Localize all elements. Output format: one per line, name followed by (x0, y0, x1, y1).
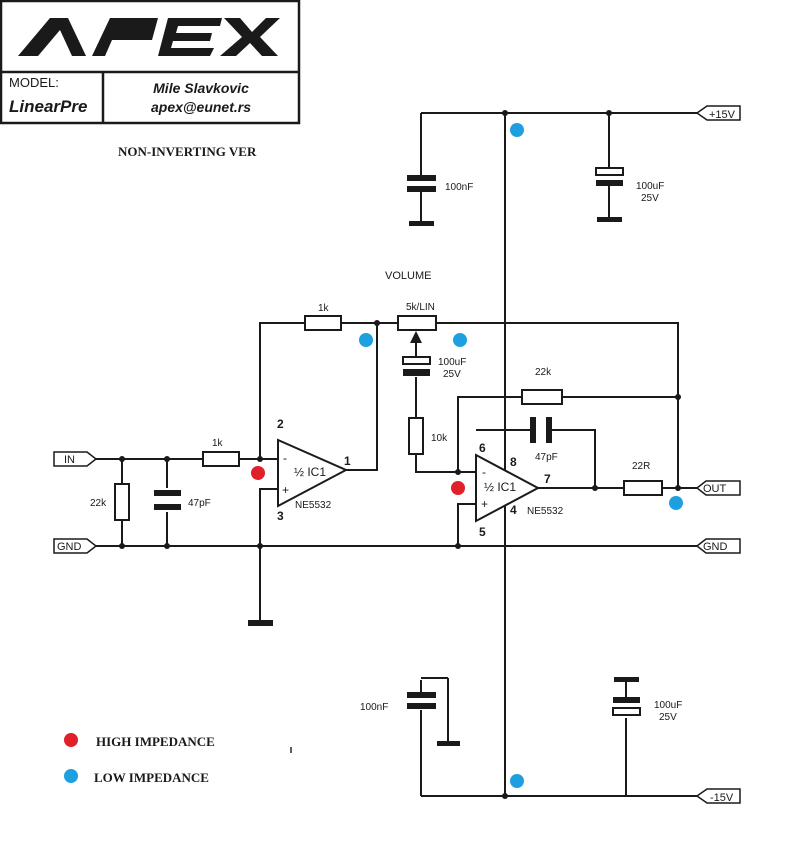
port-in: IN (53, 451, 98, 467)
low-impedance-marker (510, 123, 524, 137)
volume-pot: VOLUME 5k/LIN (385, 270, 437, 343)
svg-text:22k: 22k (535, 367, 552, 378)
svg-text:+: + (282, 483, 289, 497)
svg-text:25V: 25V (659, 712, 677, 723)
svg-text:OUT: OUT (703, 483, 727, 495)
cap-coupling-100uf: 100uF 25V (402, 356, 466, 380)
svg-text:5k/LIN: 5k/LIN (406, 302, 435, 313)
cap-bottom-100uf: 100uF 25V (612, 677, 682, 723)
high-impedance-marker (251, 466, 265, 480)
svg-text:IN: IN (64, 454, 75, 466)
port-gnd-right: GND (695, 538, 741, 554)
svg-text:GND: GND (703, 541, 728, 553)
svg-text:100nF: 100nF (360, 702, 388, 713)
svg-text:100uF: 100uF (636, 181, 664, 192)
svg-text:1k: 1k (318, 303, 330, 314)
svg-text:6: 6 (479, 441, 486, 455)
svg-text:-15V: -15V (710, 792, 734, 804)
svg-text:-: - (482, 465, 486, 479)
wires (96, 112, 697, 797)
svg-text:+15V: +15V (709, 109, 736, 121)
author-email: apex@eunet.rs (151, 99, 251, 115)
svg-text:25V: 25V (641, 193, 659, 204)
svg-text:GND: GND (57, 541, 82, 553)
opamp-ic1b: - + ½ IC1 NE5532 6 5 7 8 4 (475, 441, 564, 539)
apex-logo (18, 18, 280, 56)
svg-text:NE5532: NE5532 (527, 506, 564, 517)
legend: HIGH IMPEDANCE LOW IMPEDANCE (64, 733, 292, 785)
svg-text:22k: 22k (90, 498, 107, 509)
svg-text:-: - (283, 451, 287, 465)
svg-text:8: 8 (510, 455, 517, 469)
svg-text:2: 2 (277, 417, 284, 431)
port-plus15v: +15V (695, 105, 741, 121)
svg-text:25V: 25V (443, 369, 461, 380)
resistor-1k-input: 1k (202, 438, 240, 467)
svg-text:7: 7 (544, 472, 551, 486)
svg-text:4: 4 (510, 503, 517, 517)
legend-high-marker (64, 733, 78, 747)
svg-text:LOW IMPEDANCE: LOW IMPEDANCE (94, 770, 209, 785)
resistor-22k-feedback: 22k (521, 367, 563, 405)
svg-text:22R: 22R (632, 461, 650, 472)
resistor-22k-input: 22k (90, 483, 130, 521)
author-name: Mile Slavkovic (153, 80, 249, 96)
svg-text:½ IC1: ½ IC1 (484, 480, 516, 494)
model-label: MODEL: (9, 75, 59, 90)
svg-text:3: 3 (277, 509, 284, 523)
high-impedance-marker (451, 481, 465, 495)
resistor-22r: 22R (623, 461, 663, 496)
opamp-ic1a: - + ½ IC1 NE5532 2 3 1 (277, 417, 351, 523)
svg-text:100uF: 100uF (654, 700, 682, 711)
title-block: MODEL: LinearPre Mile Slavkovic apex@eun… (0, 0, 301, 125)
cap-47pf-feedback: 47pF (530, 417, 558, 463)
junctions (119, 110, 681, 799)
cap-47pf-input: 47pF (154, 490, 211, 510)
svg-text:1k: 1k (212, 438, 224, 449)
schematic-title: NON-INVERTING VER (118, 144, 257, 159)
port-gnd-left: GND (53, 538, 98, 554)
svg-text:VOLUME: VOLUME (385, 270, 431, 282)
svg-text:1: 1 (344, 454, 351, 468)
model-value: LinearPre (9, 97, 87, 116)
cap-top-100nf: 100nF (407, 175, 473, 226)
svg-text:5: 5 (479, 525, 486, 539)
resistor-1k-top: 1k (304, 303, 342, 331)
cap-bottom-100nf: 100nF (360, 677, 460, 746)
low-impedance-marker (359, 333, 373, 347)
low-impedance-marker (453, 333, 467, 347)
port-out: OUT (695, 480, 741, 496)
resistor-10k: 10k (408, 417, 448, 455)
port-minus15v: -15V (695, 788, 741, 804)
impedance-markers (251, 123, 683, 788)
svg-text:½ IC1: ½ IC1 (294, 465, 326, 479)
svg-text:100uF: 100uF (438, 357, 466, 368)
svg-text:NE5532: NE5532 (295, 500, 332, 511)
ground-icon (248, 620, 273, 626)
svg-text:10k: 10k (431, 433, 448, 444)
cap-top-100uf: 100uF 25V (595, 167, 664, 222)
svg-text:47pF: 47pF (188, 498, 211, 509)
svg-text:47pF: 47pF (535, 452, 558, 463)
low-impedance-marker (669, 496, 683, 510)
svg-text:HIGH IMPEDANCE: HIGH IMPEDANCE (96, 734, 215, 749)
low-impedance-marker (510, 774, 524, 788)
svg-text:100nF: 100nF (445, 182, 473, 193)
svg-text:+: + (481, 497, 488, 511)
legend-low-marker (64, 769, 78, 783)
